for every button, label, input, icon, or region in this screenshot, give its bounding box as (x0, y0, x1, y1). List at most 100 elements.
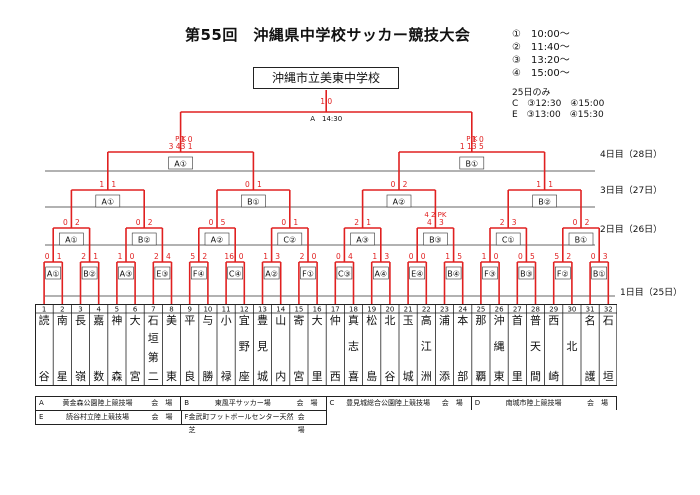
match-box (59, 232, 84, 246)
school-name-char: 山 (275, 314, 286, 327)
time-schedule: ① 10:00〜 ② 11:40〜 ③ 13:20〜 ④ 15:00〜 (512, 28, 570, 80)
score-left: 5 (190, 252, 195, 261)
match-box (300, 266, 316, 280)
score-right: 2 (403, 180, 408, 189)
score-left: 16 (224, 252, 234, 261)
match-label: B② (83, 270, 96, 279)
match-label: B① (465, 160, 478, 169)
school-name-char: 首 (512, 313, 523, 327)
score-left: 1 (263, 252, 268, 261)
school-name-char: 長 (75, 314, 86, 327)
school-name-char: 間 (530, 370, 541, 383)
school-number: 15 (294, 306, 303, 314)
day25-note: 25日のみ C ③12:30 ④15:00 E ③13:00 ④15:30 (512, 88, 604, 121)
school-name-char: 城 (403, 370, 414, 383)
time-slot-1: ① 10:00〜 (512, 29, 570, 40)
match-box (372, 266, 389, 280)
school-name-char: 志 (348, 340, 359, 353)
school-name-char: 平 (184, 314, 195, 327)
match-label: A② (211, 236, 224, 245)
match-box (423, 232, 448, 246)
school-name-char: 神 (111, 313, 122, 327)
school-name-char: 里 (512, 370, 523, 383)
school-name-char: 里 (312, 370, 323, 383)
score-right: 0 (130, 252, 135, 261)
score-left: 2 (300, 252, 305, 261)
score-right: 4 (348, 252, 353, 261)
match-box (482, 266, 498, 280)
school-name-char: 内 (275, 369, 286, 383)
match-box (118, 266, 134, 280)
school-name-char: 嶺 (75, 370, 86, 383)
match-label: A③ (120, 270, 133, 279)
match-box (95, 194, 121, 208)
score-left: 1 (482, 252, 487, 261)
school-name-char: 江 (421, 340, 432, 353)
match-label: B② (138, 236, 151, 245)
school-name-char: 谷 (384, 370, 395, 383)
final-label: A 14:30 (310, 115, 342, 123)
score-right: 2 (75, 218, 80, 227)
school-number: 29 (549, 306, 558, 314)
score-left: 0 (281, 218, 286, 227)
school-number: 22 (422, 306, 431, 314)
score-right: 0 (494, 252, 499, 261)
round-tag-day2: 2日目（26日） (600, 225, 663, 235)
match-box (568, 232, 594, 246)
score-left: 1 1 (460, 142, 472, 151)
school-number: 23 (440, 306, 449, 314)
school-name-char: 勝 (202, 369, 213, 383)
school-name-char: 島 (366, 369, 377, 383)
score-left: 0 (591, 252, 596, 261)
school-name-char: 良 (184, 369, 195, 383)
school-name-char: 数 (93, 370, 104, 383)
school-name-char: 垣 (603, 370, 614, 383)
school-name-char: 東 (166, 370, 177, 383)
match-label: F② (557, 270, 569, 279)
school-number: 30 (567, 306, 576, 314)
school-name-char: 二 (148, 370, 159, 383)
school-number: 26 (495, 306, 504, 314)
school-name-char: 普 (530, 313, 541, 327)
school-number: 17 (331, 306, 340, 314)
page-title: 第55回 沖縄県中学校サッカー競技大会 (185, 26, 471, 44)
match-label: A① (174, 160, 187, 169)
school-number: 16 (313, 306, 322, 314)
school-table: 1読谷2南星3長嶺4嘉数5神森6大宮7石垣第二8美東9平良10与勝11小禄12宜… (35, 304, 617, 386)
school-name-char: 谷 (39, 370, 50, 383)
time-slot-2: ② 11:40〜 (512, 42, 570, 53)
match-box (554, 266, 571, 280)
school-name-char: 部 (457, 369, 468, 383)
match-box (45, 266, 62, 280)
school-name-char: 石 (148, 314, 159, 327)
match-label: B③ (429, 236, 442, 245)
match-box (495, 232, 521, 246)
match-label: F① (302, 270, 314, 279)
score-right: 5 (221, 218, 226, 227)
score-right: 4 (166, 252, 171, 261)
score-right: 1 (366, 218, 371, 227)
match-box (227, 266, 243, 280)
score-left: 2 (354, 218, 359, 227)
score-left: 0 (209, 218, 214, 227)
school-name-char: 覇 (475, 370, 486, 383)
score-left: 1 (99, 180, 104, 189)
school-name-char: 添 (439, 369, 450, 383)
score-left: 0 (336, 252, 341, 261)
school-number: 14 (276, 306, 285, 314)
school-name-char: 寄 (293, 313, 304, 327)
school-name-char: 豊 (257, 314, 268, 327)
match-label: B① (247, 198, 260, 207)
school-name-char: 那 (475, 314, 486, 327)
score-right: 1 (293, 218, 298, 227)
school-name-char: 大 (130, 313, 141, 327)
school-name-char: 縄 (494, 339, 505, 353)
match-label: E④ (411, 270, 423, 279)
match-box (518, 266, 535, 280)
score-right: 3 5 (472, 142, 484, 151)
school-name-char: 崎 (548, 369, 559, 383)
score-left: 1 (445, 252, 450, 261)
